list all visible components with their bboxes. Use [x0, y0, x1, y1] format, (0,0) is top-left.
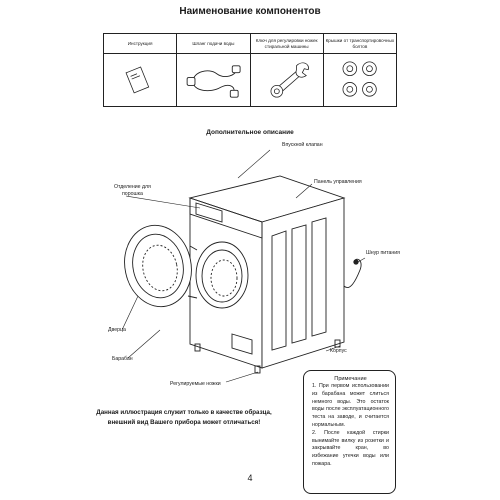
washing-machine-drawing — [124, 175, 362, 374]
water-hose-icon — [186, 65, 241, 98]
label-feet: Регулируемые ножки — [170, 381, 221, 387]
label-detergent-drawer-line2: порошка — [122, 191, 143, 197]
component-manual: Инструкция — [104, 34, 178, 106]
warning-line-1: Данная иллюстрация служит только в качес… — [96, 409, 272, 416]
wrench-icon — [270, 62, 309, 98]
component-label: Шланг подачи воды — [177, 34, 250, 54]
note-item: 2. После каждой стирки вынимайте вилку и… — [312, 429, 389, 467]
label-control-panel: Панель управления — [314, 179, 362, 185]
label-detergent-drawer-line1: Отделение для — [114, 184, 151, 190]
bolt-caps-icon — [342, 61, 377, 97]
label-door: Дверца — [108, 327, 126, 333]
leader-lines — [121, 149, 366, 383]
label-body: Корпус — [330, 348, 347, 354]
components-table: Инструкция Шланг подачи воды — [103, 33, 397, 107]
note-box: Примечание 1. При первом использовании и… — [303, 370, 396, 494]
label-drum: Барабан — [112, 356, 133, 362]
component-label: Ключ для регулировки ножек стиральной ма… — [250, 34, 323, 54]
page-number: 4 — [247, 473, 253, 483]
note-item: 1. При первом использовании из барабана … — [312, 383, 389, 428]
section-subtitle: Дополнительное описание — [206, 129, 294, 136]
component-hose: Шланг подачи воды — [177, 34, 251, 106]
warning-line-2: внешний вид Вашего прибора может отличат… — [107, 419, 261, 426]
disclaimer-warning: Данная иллюстрация служит только в качес… — [84, 408, 284, 428]
component-label: Инструкция — [104, 34, 177, 54]
label-inlet-valve: Впускной клапан — [282, 142, 323, 148]
page-title: Наименование компонентов — [179, 6, 321, 17]
component-wrench: Ключ для регулировки ножек стиральной ма… — [250, 34, 324, 106]
note-title: Примечание — [334, 376, 367, 382]
component-bolt-caps: Крышки от транспортировочных болтов — [323, 34, 396, 106]
component-label: Крышки от транспортировочных болтов — [323, 34, 396, 54]
manual-booklet-icon — [125, 66, 150, 94]
label-power-cord: Шнур питания — [366, 250, 400, 256]
